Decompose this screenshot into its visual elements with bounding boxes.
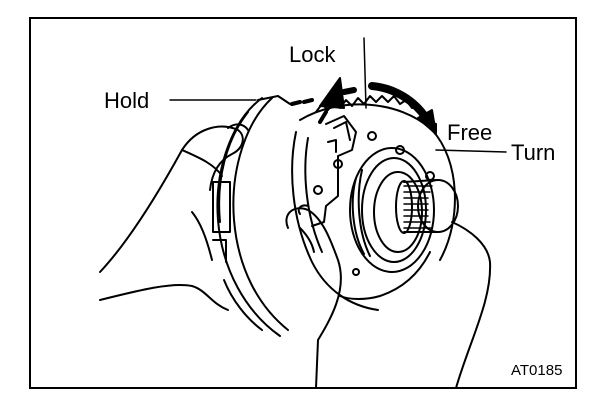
direction-arrows [290, 77, 437, 135]
figure-frame [29, 17, 577, 389]
right-hand [285, 204, 492, 389]
lock-label: Lock [289, 42, 336, 67]
splined-shaft [395, 179, 459, 234]
hold-label: Hold [104, 88, 150, 113]
drum-housing [212, 95, 291, 337]
left-hand [99, 123, 249, 311]
figure-code: AT0185 [511, 362, 563, 379]
free-label: Free [447, 120, 493, 145]
one-way-clutch [311, 115, 435, 273]
turn-label: Turn [511, 140, 556, 165]
leader-lines [169, 37, 507, 153]
